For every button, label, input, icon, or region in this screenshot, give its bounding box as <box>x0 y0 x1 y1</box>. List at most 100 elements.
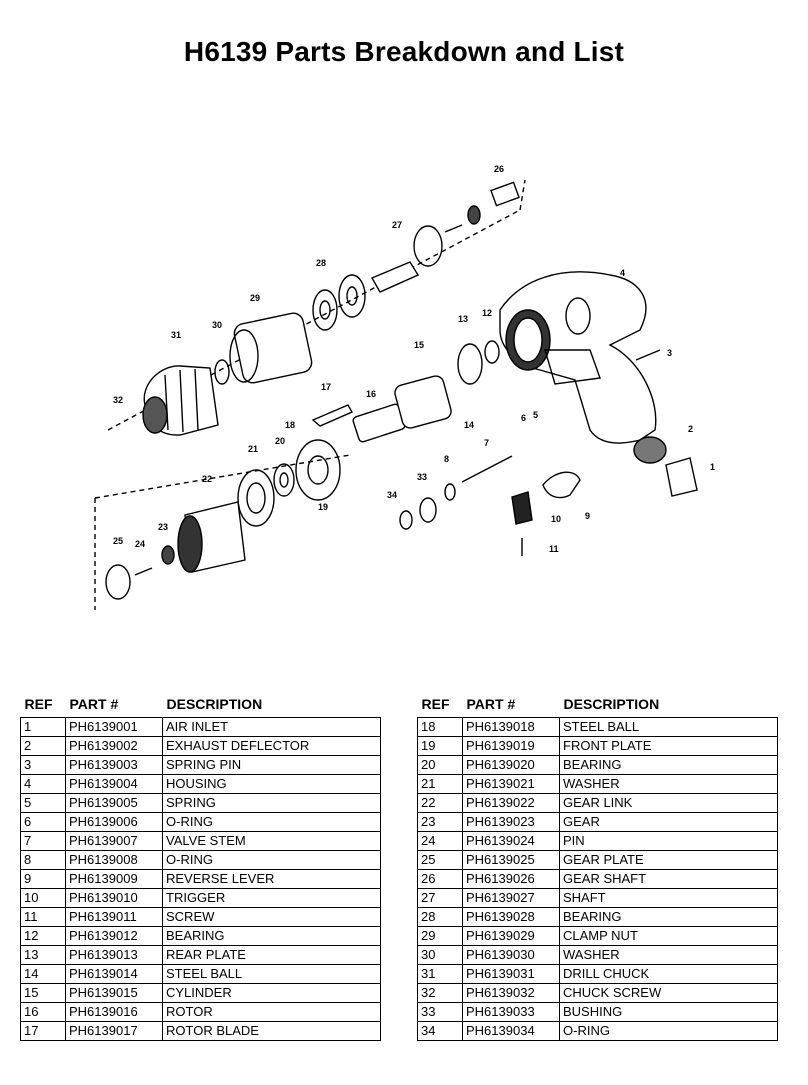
description-cell: EXHAUST DEFLECTOR <box>162 736 381 756</box>
callout-21: 21 <box>248 444 258 454</box>
part-number-cell: PH6139012 <box>65 926 163 946</box>
ref-cell: 8 <box>20 850 66 870</box>
description-cell: BEARING <box>559 907 778 927</box>
header-ref: REF <box>24 696 53 712</box>
header-part: PART # <box>69 696 119 712</box>
callout-29: 29 <box>250 293 260 303</box>
description-cell: BEARING <box>162 926 381 946</box>
ref-cell: 10 <box>20 888 66 908</box>
part-number-cell: PH6139017 <box>65 1021 163 1041</box>
callout-23: 23 <box>158 522 168 532</box>
description-cell: SPRING <box>162 793 381 813</box>
part-number-cell: PH6139013 <box>65 945 163 965</box>
callout-25: 25 <box>113 536 123 546</box>
callout-22: 22 <box>202 474 212 484</box>
header-description: DESCRIPTION <box>166 696 263 712</box>
part-number-cell: PH6139007 <box>65 831 163 851</box>
callout-3: 3 <box>667 348 672 358</box>
description-cell: STEEL BALL <box>162 964 381 984</box>
ref-cell: 25 <box>417 850 463 870</box>
ref-cell: 31 <box>417 964 463 984</box>
ref-cell: 2 <box>20 736 66 756</box>
callout-15: 15 <box>414 340 424 350</box>
description-cell: CHUCK SCREW <box>559 983 778 1003</box>
description-cell: PIN <box>559 831 778 851</box>
description-cell: SPRING PIN <box>162 755 381 775</box>
description-cell: O-RING <box>162 812 381 832</box>
part-number-cell: PH6139003 <box>65 755 163 775</box>
ref-cell: 32 <box>417 983 463 1003</box>
description-cell: HOUSING <box>162 774 381 794</box>
ref-cell: 23 <box>417 812 463 832</box>
ref-cell: 1 <box>20 717 66 737</box>
callout-28: 28 <box>316 258 326 268</box>
part-number-cell: PH6139018 <box>462 717 560 737</box>
part-number-cell: PH6139004 <box>65 774 163 794</box>
table-header-row: REF PART # DESCRIPTION <box>21 695 381 718</box>
description-cell: VALVE STEM <box>162 831 381 851</box>
ref-cell: 3 <box>20 755 66 775</box>
part-number-cell: PH6139029 <box>462 926 560 946</box>
ref-cell: 11 <box>20 907 66 927</box>
callout-4: 4 <box>620 268 625 278</box>
ref-cell: 9 <box>20 869 66 889</box>
callout-labels: 1 2 3 4 5 6 7 8 9 10 11 12 13 14 15 16 1… <box>113 164 715 554</box>
part-number-cell: PH6139010 <box>65 888 163 908</box>
callout-30: 30 <box>212 320 222 330</box>
description-cell: AIR INLET <box>162 717 381 737</box>
callout-11: 11 <box>549 544 559 554</box>
part-number-cell: PH6139023 <box>462 812 560 832</box>
callout-19: 19 <box>318 502 328 512</box>
callout-34: 34 <box>387 490 397 500</box>
description-cell: ROTOR <box>162 1002 381 1022</box>
part-number-cell: PH6139031 <box>462 964 560 984</box>
ref-cell: 33 <box>417 1002 463 1022</box>
callout-14: 14 <box>464 420 474 430</box>
part-number-cell: PH6139002 <box>65 736 163 756</box>
callout-7: 7 <box>484 438 489 448</box>
ref-cell: 5 <box>20 793 66 813</box>
callout-16: 16 <box>366 389 376 399</box>
ref-cell: 14 <box>20 964 66 984</box>
description-cell: GEAR <box>559 812 778 832</box>
header-ref: REF <box>421 696 450 712</box>
description-cell: SHAFT <box>559 888 778 908</box>
description-cell: SCREW <box>162 907 381 927</box>
description-cell: FRONT PLATE <box>559 736 778 756</box>
part-number-cell: PH6139006 <box>65 812 163 832</box>
ref-cell: 12 <box>20 926 66 946</box>
ref-cell: 6 <box>20 812 66 832</box>
ref-cell: 4 <box>20 774 66 794</box>
part-number-cell: PH6139033 <box>462 1002 560 1022</box>
part-number-cell: PH6139034 <box>462 1021 560 1041</box>
ref-cell: 30 <box>417 945 463 965</box>
housing-illustration <box>499 271 657 444</box>
description-cell: O-RING <box>162 850 381 870</box>
part-number-cell: PH6139016 <box>65 1002 163 1022</box>
callout-18: 18 <box>285 420 295 430</box>
part-number-cell: PH6139005 <box>65 793 163 813</box>
callout-10: 10 <box>551 514 561 524</box>
description-cell: GEAR PLATE <box>559 850 778 870</box>
callout-24: 24 <box>135 539 145 549</box>
